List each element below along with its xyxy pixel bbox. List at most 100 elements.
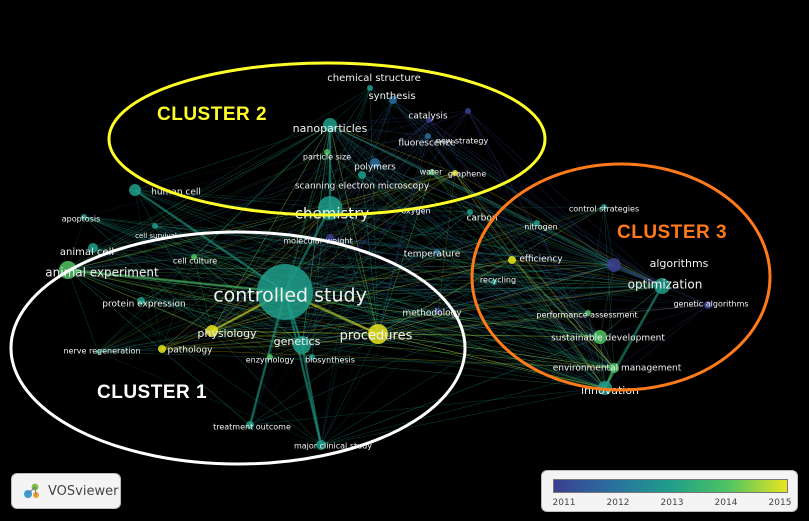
network-link — [211, 87, 371, 332]
network-link — [284, 291, 601, 338]
network-link — [437, 172, 456, 312]
label-major-clinical-study: major clinical study — [294, 442, 372, 451]
network-link — [211, 259, 513, 332]
network-link — [97, 124, 331, 353]
node-optimization[interactable] — [654, 278, 670, 294]
network-link — [431, 171, 663, 287]
node-protein-expression[interactable] — [137, 297, 145, 305]
network-link — [369, 87, 615, 266]
label-synthesis: synthesis — [368, 91, 415, 102]
network-link — [92, 247, 606, 389]
network-link — [67, 269, 606, 389]
network-link — [392, 99, 663, 287]
node-carbon[interactable] — [467, 209, 473, 215]
network-link — [284, 172, 456, 293]
node-performance-assessment[interactable] — [585, 310, 591, 316]
node-human-cell[interactable] — [129, 184, 141, 196]
network-link — [154, 151, 328, 227]
node-catalysis[interactable] — [426, 117, 432, 123]
network-link — [613, 263, 663, 288]
legend-tick-2014: 2014 — [714, 498, 738, 508]
network-link — [377, 333, 606, 389]
node-temperature[interactable] — [434, 249, 440, 255]
network-link — [511, 222, 538, 261]
network-link — [377, 171, 433, 335]
network-link — [329, 124, 709, 306]
network-link — [140, 300, 601, 338]
node-water[interactable] — [429, 169, 435, 175]
label-treatment-outcome: treatment outcome — [213, 423, 291, 432]
legend-tick-2015: 2015 — [768, 498, 792, 508]
network-link — [211, 330, 601, 338]
network-link — [67, 208, 419, 271]
network-link — [329, 207, 606, 389]
node-new-strategy[interactable] — [465, 108, 471, 114]
label-performance-assessment: performance assessment — [536, 311, 637, 320]
network-link — [428, 119, 615, 369]
node-cell-survival[interactable] — [152, 223, 158, 229]
network-link — [329, 124, 376, 164]
node-cell-culture[interactable] — [191, 254, 197, 260]
node-procedures[interactable] — [368, 324, 388, 344]
node-efficiency[interactable] — [508, 256, 516, 264]
node-methodology[interactable] — [435, 308, 441, 314]
network-link — [301, 222, 538, 346]
cluster-2-outline — [107, 61, 547, 217]
node-synthesis[interactable] — [389, 96, 397, 104]
node-algorithms[interactable] — [607, 258, 621, 272]
node-scanning-electron-microscopy[interactable] — [358, 171, 366, 179]
network-link — [311, 264, 615, 358]
network-link — [140, 300, 606, 389]
label-recycling: recycling — [480, 276, 516, 285]
node-sustainable-development[interactable] — [593, 330, 607, 344]
node-enzymology[interactable] — [267, 354, 273, 360]
label-algorithms: algorithms — [650, 257, 709, 270]
network-link — [374, 162, 615, 266]
network-link — [369, 87, 379, 335]
node-graphene[interactable] — [452, 170, 458, 176]
network-link — [511, 259, 615, 369]
network-link — [249, 333, 379, 426]
network-link — [417, 208, 615, 369]
network-link — [377, 333, 606, 389]
network-link — [329, 237, 589, 314]
node-chemical-structure[interactable] — [367, 85, 373, 91]
node-nerve-regeneration[interactable] — [96, 350, 100, 354]
node-control-strategies[interactable] — [601, 204, 607, 210]
node-environmental-management[interactable] — [609, 363, 619, 373]
network-link — [511, 259, 615, 369]
network-link — [83, 119, 430, 218]
node-pathology[interactable] — [158, 345, 166, 353]
node-polymers[interactable] — [370, 158, 380, 168]
node-particle-size[interactable] — [324, 149, 330, 155]
node-physiology[interactable] — [206, 325, 218, 337]
network-link — [377, 222, 538, 335]
node-animal-cell[interactable] — [88, 243, 98, 253]
node-recycling[interactable] — [491, 279, 497, 285]
label-fluorescence: fluorescence — [398, 139, 456, 149]
node-genetic-algorithms[interactable] — [704, 301, 712, 309]
node-treatment-outcome[interactable] — [246, 421, 254, 429]
node-apoptosis[interactable] — [81, 214, 87, 220]
node-major-clinical-study[interactable] — [316, 440, 326, 450]
node-nitrogen[interactable] — [534, 220, 540, 226]
node-fluorescence[interactable] — [425, 133, 431, 139]
network-link — [536, 222, 615, 266]
network-link — [134, 189, 331, 209]
network-link — [97, 333, 379, 353]
network-link — [92, 247, 615, 369]
network-link — [329, 207, 601, 338]
network-link — [83, 216, 303, 346]
node-biosynthesis[interactable] — [309, 354, 315, 360]
node-controlled-study[interactable] — [257, 264, 313, 320]
node-genetics[interactable] — [293, 336, 311, 354]
label-apoptosis: apoptosis — [62, 215, 101, 224]
network-link — [326, 151, 379, 335]
network-link — [83, 216, 156, 227]
node-nanoparticles[interactable] — [323, 118, 337, 132]
network-link — [329, 124, 363, 176]
network-link — [377, 333, 606, 389]
label-animal-experiment: animal experiment — [45, 266, 159, 280]
